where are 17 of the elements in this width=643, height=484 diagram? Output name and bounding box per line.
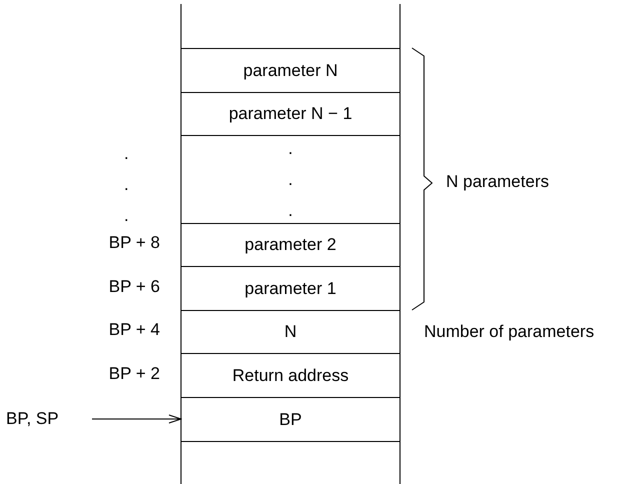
offset-label: BP + 6 (108, 277, 160, 297)
offset-label: BP + 4 (108, 320, 160, 340)
offset-label: Number of parameters (424, 322, 596, 342)
offset-label: BP + 8 (108, 233, 160, 253)
arrow (92, 414, 182, 424)
cell-text: BP (279, 410, 302, 430)
cell-text: N (284, 322, 297, 342)
pointer-label: BP, SP (6, 407, 86, 431)
cell-text: Return address (232, 366, 349, 386)
cell-text: parameter 1 (244, 278, 336, 298)
offset-label: BP + 2 (108, 364, 160, 384)
ellipsis-dots: . . . (124, 143, 130, 227)
cell-text: parameter N − 1 (228, 104, 352, 124)
cell-text: parameter 2 (244, 235, 336, 255)
cell-text: . . . (287, 138, 294, 222)
offset-label: N parameters (446, 172, 550, 192)
cell-text: parameter N (243, 60, 338, 80)
